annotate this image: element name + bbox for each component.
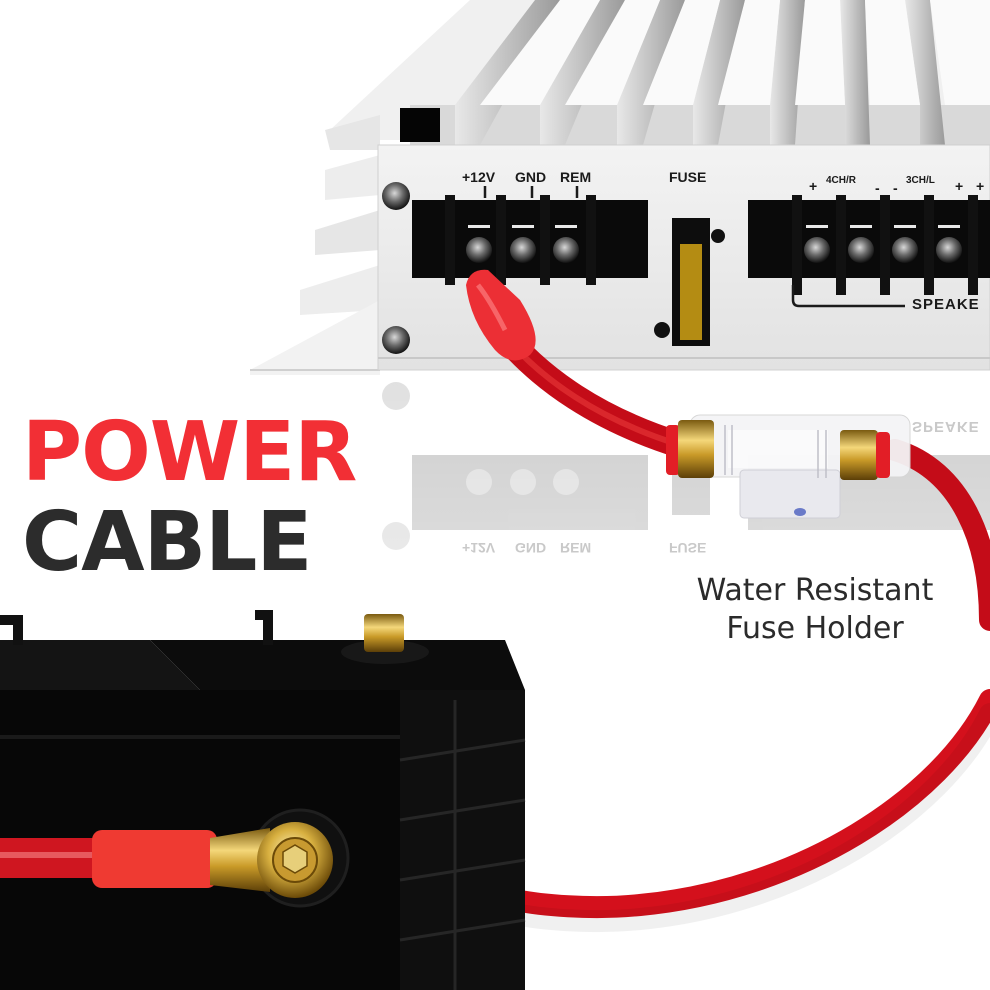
car-battery bbox=[0, 610, 526, 990]
label-speaker: SPEAKE bbox=[912, 296, 980, 313]
polarity-mark: - bbox=[875, 180, 880, 196]
gold-ferrule-right bbox=[840, 430, 878, 480]
label-4ch-r: 4CH/R bbox=[826, 175, 857, 186]
power-cable bbox=[466, 269, 990, 933]
heat-shrink-sleeve bbox=[92, 830, 217, 888]
battery-cable bbox=[0, 822, 333, 898]
label-fuse: FUSE bbox=[669, 169, 707, 185]
battery-post bbox=[364, 614, 404, 652]
polarity-mark: + bbox=[955, 178, 964, 194]
mounting-screw-icon bbox=[382, 182, 410, 210]
label-rem: REM bbox=[560, 169, 592, 185]
reflection-label: FUSE bbox=[669, 540, 707, 556]
fuse-holder-callout: Water Resistant Fuse Holder bbox=[660, 572, 970, 648]
label-3ch-l: 3CH/L bbox=[906, 175, 935, 186]
reflection-label: GND bbox=[515, 540, 547, 556]
reflection-label: SPEAKE bbox=[912, 418, 980, 435]
hex-bolt-icon bbox=[282, 844, 308, 874]
gold-ferrule-left bbox=[678, 420, 714, 478]
polarity-mark: + bbox=[809, 178, 818, 194]
headline-power: POWER bbox=[22, 405, 357, 500]
amplifier-heatsink bbox=[250, 0, 990, 375]
reflection-label: REM bbox=[560, 540, 592, 556]
mounting-screw-icon bbox=[382, 326, 410, 354]
fuse-holder bbox=[666, 414, 911, 519]
callout-line-1: Water Resistant bbox=[696, 573, 934, 608]
callout-line-2: Fuse Holder bbox=[726, 611, 904, 646]
headline-cable: CABLE bbox=[22, 495, 312, 590]
amplifier-front-panel bbox=[377, 144, 990, 371]
label-gnd: GND bbox=[515, 169, 547, 185]
reflection-label: +12V bbox=[462, 540, 496, 556]
label-plus-12v: +12V bbox=[462, 169, 496, 185]
polarity-mark: - bbox=[893, 180, 898, 196]
polarity-mark: + bbox=[976, 178, 985, 194]
